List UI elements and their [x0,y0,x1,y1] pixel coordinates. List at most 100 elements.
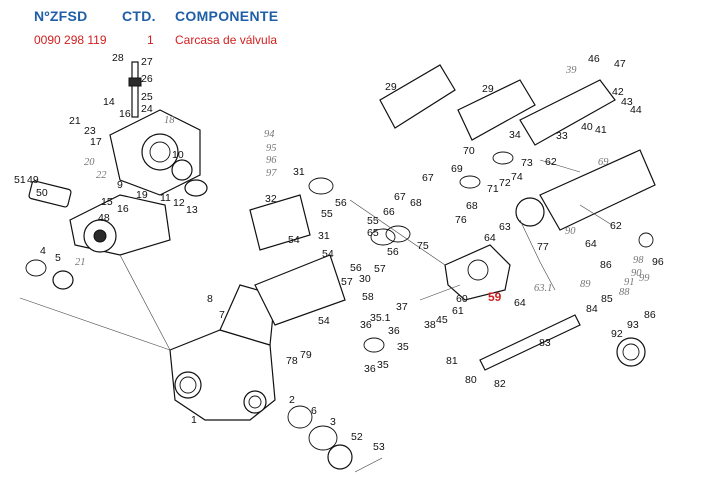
svg-text:75: 75 [417,240,429,252]
svg-text:30: 30 [359,273,371,285]
svg-text:49: 49 [27,174,39,186]
row-ref-number: 0090 298 119 [34,33,107,47]
svg-text:64: 64 [484,232,496,244]
svg-text:35: 35 [397,341,409,353]
svg-text:46: 46 [588,53,600,65]
svg-text:99: 99 [639,273,650,284]
svg-text:40: 40 [581,121,593,133]
svg-text:60: 60 [456,293,468,305]
svg-text:33: 33 [556,130,568,142]
svg-text:29: 29 [482,83,494,95]
svg-text:4: 4 [40,245,46,257]
svg-text:71: 71 [487,183,499,195]
highlight-label-59: 59 [488,290,502,304]
svg-text:57: 57 [341,276,353,288]
svg-text:2: 2 [289,394,295,406]
svg-text:62: 62 [610,220,622,232]
svg-text:22: 22 [96,170,107,181]
svg-text:43: 43 [621,96,633,108]
svg-text:69: 69 [598,157,609,168]
column-header-ref: NºZFSD [34,8,88,24]
valve-stem [128,61,142,118]
svg-text:56: 56 [387,246,399,258]
svg-text:86: 86 [644,309,656,321]
bolts [354,159,613,473]
svg-text:56: 56 [350,262,362,274]
svg-text:25: 25 [141,91,153,103]
svg-text:91: 91 [624,277,635,288]
svg-text:94: 94 [264,129,275,140]
cover-plate [109,109,208,197]
svg-text:1: 1 [191,414,197,426]
svg-text:54: 54 [288,234,300,246]
svg-text:15: 15 [101,196,113,208]
svg-text:35.1: 35.1 [370,312,391,324]
row-quantity: 1 [147,33,154,47]
main-housing [169,284,276,421]
svg-text:83: 83 [539,337,551,349]
svg-text:55: 55 [367,215,379,227]
svg-text:96: 96 [652,256,664,268]
svg-text:90: 90 [631,268,642,279]
svg-text:36: 36 [360,319,372,331]
svg-text:27: 27 [141,56,153,68]
svg-text:78: 78 [286,355,298,367]
svg-text:39: 39 [565,65,577,76]
svg-text:42: 42 [612,86,624,98]
svg-text:62: 62 [545,156,557,168]
svg-text:81: 81 [446,355,458,367]
svg-text:84: 84 [586,303,598,315]
leader-lines [19,199,461,351]
svg-text:73: 73 [521,157,533,169]
svg-text:64: 64 [514,297,526,309]
svg-text:57: 57 [374,263,386,275]
svg-text:67: 67 [394,191,406,203]
svg-text:5: 5 [55,252,61,264]
column-header-qty: CTD. [122,8,156,24]
svg-text:36: 36 [364,363,376,375]
svg-text:54: 54 [322,248,334,260]
callout-labels: 28 27 26 25 24 14 21 23 16 18 17 10 20 2… [14,52,664,453]
svg-text:61: 61 [452,305,464,317]
svg-text:68: 68 [410,197,422,209]
svg-text:52: 52 [351,431,363,443]
svg-text:76: 76 [455,214,467,226]
svg-text:97: 97 [266,168,277,179]
svg-text:20: 20 [84,157,95,168]
spindle [479,314,581,371]
svg-text:47: 47 [614,58,626,70]
svg-text:21: 21 [75,257,86,268]
svg-text:56: 56 [335,197,347,209]
svg-text:58: 58 [362,291,374,303]
pistons [379,64,616,146]
svg-text:51: 51 [14,174,26,186]
svg-text:18: 18 [164,115,175,126]
svg-text:32: 32 [265,193,277,205]
svg-text:10: 10 [172,149,184,161]
svg-text:50: 50 [36,187,48,199]
svg-text:23: 23 [84,125,96,137]
svg-text:45: 45 [436,314,448,326]
svg-text:68: 68 [466,200,478,212]
svg-text:9: 9 [117,179,123,191]
svg-text:53: 53 [373,441,385,453]
svg-text:16: 16 [119,108,131,120]
svg-text:55: 55 [321,208,333,220]
svg-text:34: 34 [509,129,521,141]
rack-housing [28,180,171,256]
svg-text:98: 98 [633,255,644,266]
valve-body-59 [444,244,511,301]
svg-text:80: 80 [465,374,477,386]
svg-text:29: 29 [385,81,397,93]
svg-text:70: 70 [463,145,475,157]
svg-text:6: 6 [311,405,317,417]
svg-text:69: 69 [451,163,463,175]
svg-text:66: 66 [383,206,395,218]
svg-text:72: 72 [499,177,511,189]
svg-text:37: 37 [396,301,408,313]
svg-text:48: 48 [98,212,110,224]
svg-text:31: 31 [293,166,305,178]
svg-text:90: 90 [565,226,576,237]
svg-text:21: 21 [69,115,81,127]
